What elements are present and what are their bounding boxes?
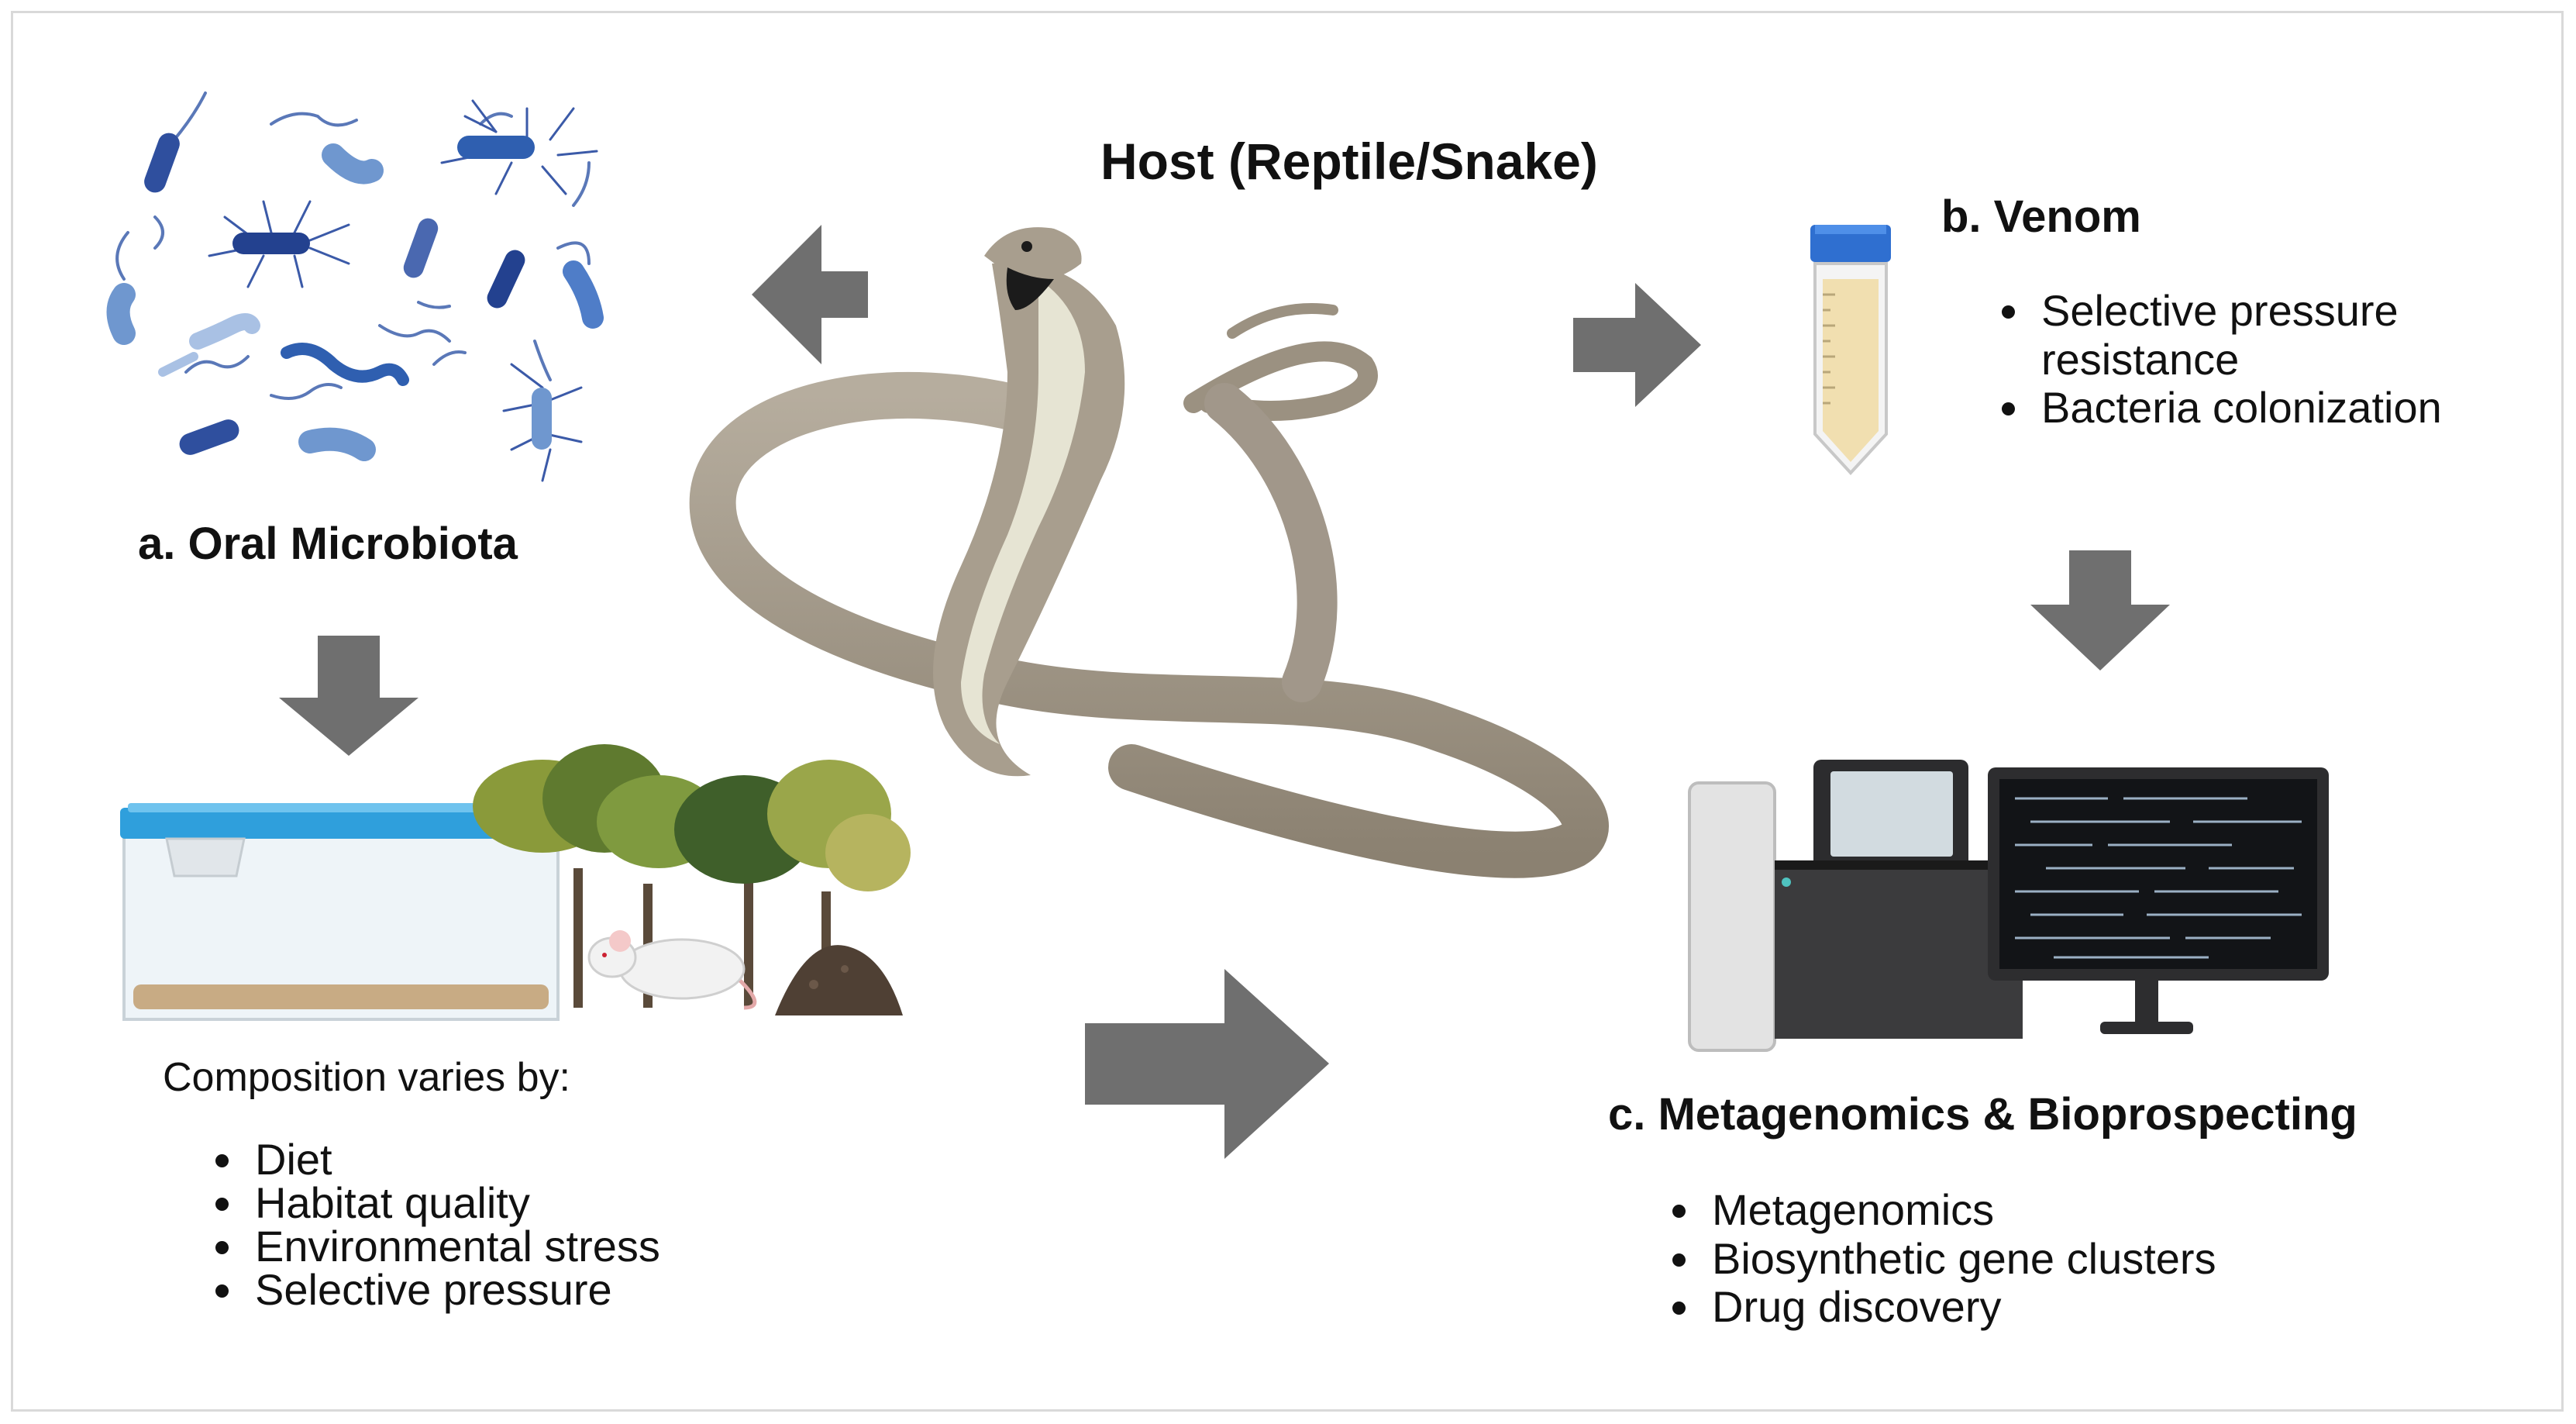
venom-list: Selective pressure resistance Bacteria c… xyxy=(1961,286,2442,433)
list-item: Selective pressure xyxy=(2034,286,2442,336)
monitor-icon xyxy=(1988,767,2329,1034)
bacteria-icon xyxy=(106,91,604,482)
list-item: Environmental stress xyxy=(247,1225,660,1268)
oral-microbiota-title: a. Oral Microbiota xyxy=(138,519,518,569)
list-item: Bacteria colonization xyxy=(2034,384,2442,433)
venom-title: b. Venom xyxy=(1941,191,2141,242)
composition-lead: Composition varies by: xyxy=(163,1055,570,1100)
tree-icon xyxy=(473,744,911,1008)
terrarium-icon xyxy=(120,803,562,1021)
list-item: resistance xyxy=(2041,334,2240,384)
metagenomics-title: c. Metagenomics & Bioprospecting xyxy=(1608,1089,2357,1140)
snake-icon xyxy=(689,227,1609,878)
composition-list: Diet Habitat quality Environmental stres… xyxy=(174,1138,660,1312)
tube-icon xyxy=(1810,225,1891,475)
list-item: Diet xyxy=(247,1138,660,1181)
host-title: Host (Reptile/Snake) xyxy=(1100,133,1598,190)
sequencer-icon xyxy=(1688,760,2023,1052)
figure-frame xyxy=(11,11,2564,1412)
list-item: Metagenomics xyxy=(1704,1185,2216,1235)
list-item: Biosynthetic gene clusters xyxy=(1704,1234,2216,1284)
list-item: Habitat quality xyxy=(247,1181,660,1225)
list-item: Drug discovery xyxy=(1704,1283,2216,1332)
soil-icon xyxy=(775,945,903,1015)
metagenomics-list: Metagenomics Biosynthetic gene clusters … xyxy=(1631,1185,2216,1332)
list-item: Selective pressure xyxy=(247,1268,660,1312)
mouse-icon xyxy=(587,930,757,1010)
arrow-icon xyxy=(279,225,2170,1159)
